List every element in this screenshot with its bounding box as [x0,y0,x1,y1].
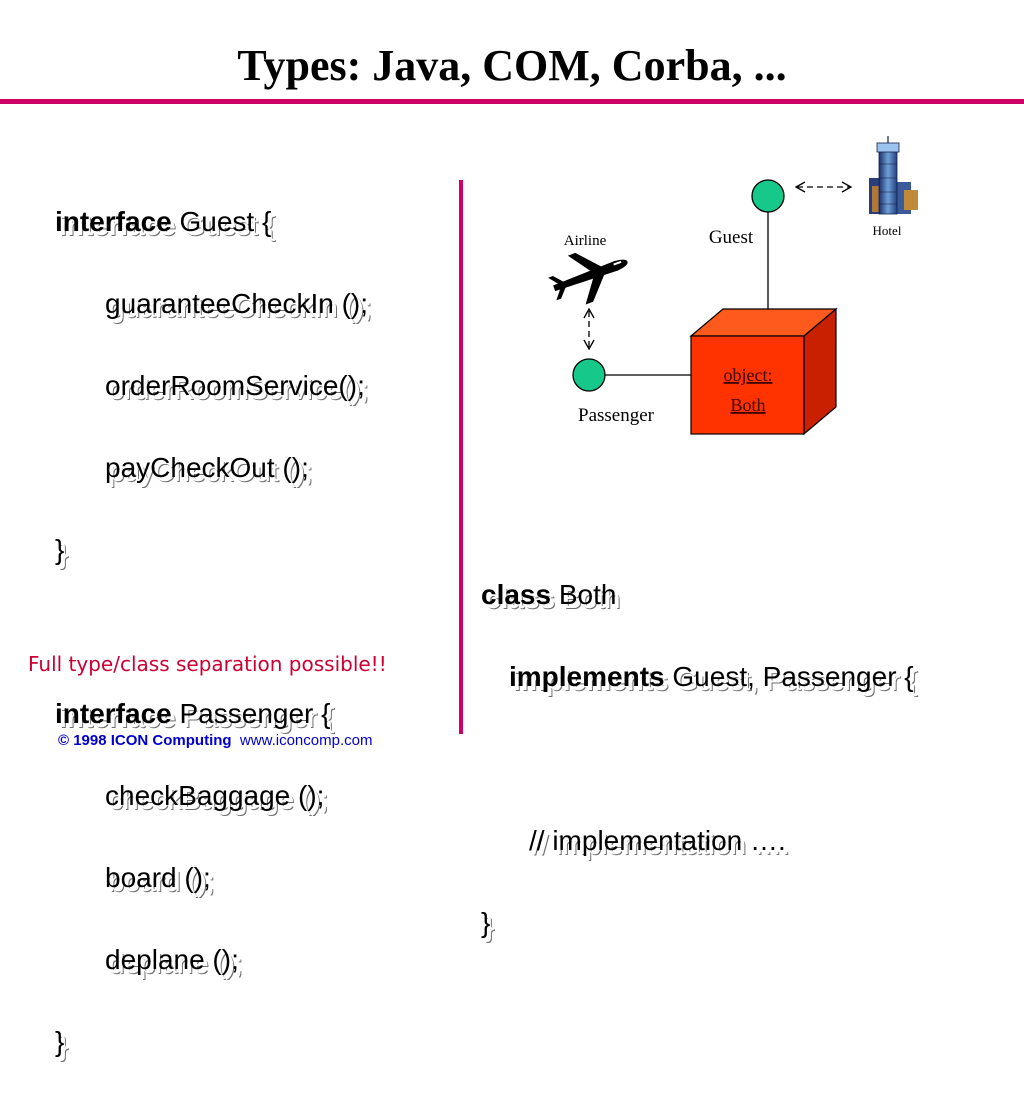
class-name: Both [551,579,617,610]
hotel-building-icon [869,136,918,215]
airplane-icon [548,252,628,305]
closing-brace: } [55,534,65,565]
closing-brace: } [481,907,491,938]
passenger-interface-header: interface Passenger { [55,693,368,734]
guest-node [751,179,785,213]
object-label-line2: Both [730,395,765,415]
airline-label: Airline [564,233,607,249]
class-header: class Both [481,574,914,615]
closing-brace: } [55,1026,65,1057]
vertical-divider [459,180,463,734]
guest-interface-name: Guest { [171,206,272,237]
keyword-interface: interface [55,206,172,237]
method-line: checkBaggage (); [105,780,325,811]
separation-note: Full type/class separation possible!! [28,652,387,676]
guest-label: Guest [709,227,754,248]
method-line: board (); [105,862,211,893]
passenger-node [572,358,606,392]
implements-list: Guest, Passenger { [664,661,914,692]
object-both-box: object: Both [689,307,838,436]
implements-line: implements Guest, Passenger { [481,656,914,697]
slide-title: Types: Java, COM, Corba, ... [237,41,787,90]
hotel-label: Hotel [873,223,902,238]
footer-url-link[interactable]: www.iconcomp.com [239,732,373,749]
keyword-implements: implements [509,661,665,692]
method-line: guaranteeCheckIn (); [105,288,369,319]
method-line: deplane (); [105,944,239,975]
passenger-interface-name: Passenger { [171,698,331,729]
airline-passenger-arrow [583,307,595,351]
method-line: orderRoomService(); [105,370,365,401]
title-underline [0,99,1024,104]
copyright-text: © 1998 ICON Computing [58,732,232,749]
keyword-interface: interface [55,698,172,729]
object-label-line1: object: [724,365,773,385]
guest-interface-header: interface Guest { [55,201,368,242]
box-front-face [690,335,805,435]
method-line: payCheckOut (); [105,452,309,483]
object-diagram: object: Both Guest Passenger Airline Hot… [548,136,918,436]
passenger-label: Passenger [578,405,655,426]
keyword-class: class [481,579,552,610]
code-comment: // implementation …. [529,825,786,856]
guest-hotel-arrow [794,181,853,193]
footer: © 1998 ICON Computing www.iconcomp.com [58,732,372,749]
